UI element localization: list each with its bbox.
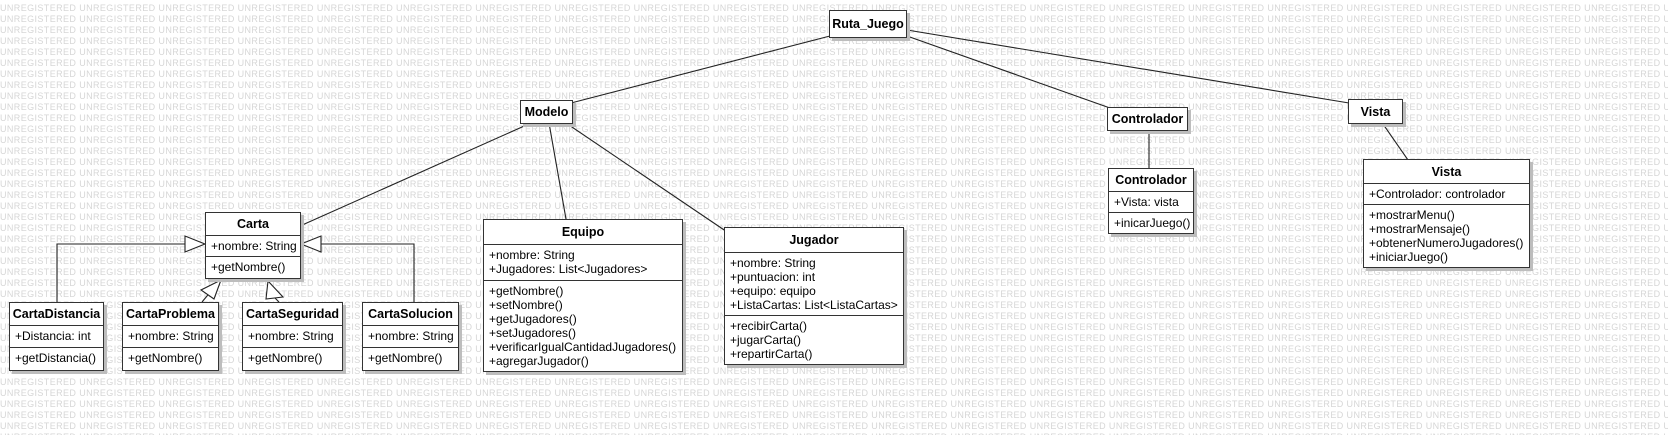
operation: +getNombre() [211,260,286,274]
attribute: +Vista: vista [1114,195,1179,209]
class-carta[interactable]: Carta +nombre: String +getNombre() [205,212,301,279]
class-attributes: +nombre: String +puntuacion: int +equipo… [725,253,903,316]
gen-arrow-seguridad [265,279,285,300]
operation: +mostrarMenu() [1369,208,1455,222]
link-modelo-equipo [548,122,567,220]
class-attributes: +Controlador: controlador [1364,184,1529,205]
class-name: CartaSeguridad [243,303,342,326]
attribute: +nombre: String [730,256,816,270]
class-attributes: +nombre: String [243,326,342,348]
attribute: +equipo: equipo [730,284,816,298]
class-cartadistancia[interactable]: CartaDistancia +Distancia: int +getDista… [9,302,104,371]
attribute: +nombre: String [248,329,334,343]
gen-arrow-problema [199,278,222,300]
attribute: +ListaCartas: List<ListaCartas> [730,298,898,312]
package-controlador[interactable]: Controlador [1107,107,1188,131]
class-equipo[interactable]: Equipo +nombre: String +Jugadores: List<… [483,219,683,372]
class-name: CartaDistancia [10,303,103,326]
gen-cartasolucion [320,243,415,302]
operation: +iniciarJuego() [1369,250,1449,264]
class-cartaseguridad[interactable]: CartaSeguridad +nombre: String +getNombr… [242,302,343,371]
package-label: Controlador [1111,112,1184,126]
gen-arrow-right [299,235,322,253]
class-operations: +getDistancia() [10,348,103,368]
attribute: +nombre: String [211,239,297,253]
link-ruta-vista [906,29,1350,104]
operation: +inicarJuego() [1114,216,1191,230]
link-ruta-modelo [570,35,831,104]
class-name: Vista [1364,160,1529,184]
class-attributes: +Vista: vista [1109,192,1193,213]
class-attributes: +nombre: String [363,326,458,348]
class-name: CartaProblema [123,303,218,326]
gen-cartadistancia [56,243,185,302]
attribute: +nombre: String [128,329,214,343]
class-operations: +mostrarMenu() +mostrarMensaje() +obtene… [1364,205,1529,267]
class-name: Controlador [1109,169,1193,192]
gen-arrow-left [184,235,207,253]
class-name: Equipo [484,220,682,245]
attribute: +Distancia: int [15,329,91,343]
class-attributes: +nombre: String [123,326,218,348]
class-name: CartaSolucion [363,303,458,326]
class-jugador[interactable]: Jugador +nombre: String +puntuacion: int… [724,227,904,365]
class-attributes: +nombre: String [206,236,300,257]
attribute: +Jugadores: List<Jugadores> [489,262,648,276]
class-attributes: +nombre: String +Jugadores: List<Jugador… [484,245,682,281]
operation: +verificarIgualCantidadJugadores() [489,340,677,354]
class-attributes: +Distancia: int [10,326,103,348]
operation: +obtenerNumeroJugadores() [1369,236,1524,250]
class-operations: +getNombre() [363,348,458,368]
package-ruta-juego[interactable]: Ruta_Juego [829,10,907,38]
operation: +getNombre() [489,284,564,298]
operation: +repartirCarta() [730,347,813,361]
operation: +setJugadores() [489,326,577,340]
class-name: Carta [206,213,300,236]
operation: +jugarCarta() [730,333,802,347]
operation: +recibirCarta() [730,319,808,333]
operation: +getNombre() [248,351,323,365]
operation: +setNombre() [489,298,563,312]
class-operations: +getNombre() [123,348,218,368]
attribute: +nombre: String [489,248,575,262]
package-label: Modelo [524,105,569,119]
class-controlador[interactable]: Controlador +Vista: vista +inicarJuego() [1108,168,1194,234]
class-operations: +inicarJuego() [1109,213,1193,233]
class-cartaproblema[interactable]: CartaProblema +nombre: String +getNombre… [122,302,219,371]
link-modelo-jugador [565,122,737,239]
package-label: Vista [1360,104,1391,119]
operation: +getNombre() [368,351,443,365]
link-modelo-carta [299,122,532,227]
link-vista-class [1382,123,1409,161]
class-vista[interactable]: Vista +Controlador: controlador +mostrar… [1363,159,1530,268]
attribute: +puntuacion: int [730,270,816,284]
attribute: +Controlador: controlador [1369,187,1506,201]
class-name: Jugador [725,228,903,253]
operation: +agregarJugador() [489,354,589,368]
attribute: +nombre: String [368,329,454,343]
operation: +getNombre() [128,351,203,365]
class-operations: +getNombre() +setNombre() +getJugadores(… [484,281,682,371]
class-operations: +getNombre() [206,257,300,277]
package-label: Ruta_Juego [832,17,904,31]
class-operations: +getNombre() [243,348,342,368]
operation: +getDistancia() [15,351,97,365]
operation: +mostrarMensaje() [1369,222,1471,236]
class-cartasolucion[interactable]: CartaSolucion +nombre: String +getNombre… [362,302,459,371]
package-vista[interactable]: Vista [1348,99,1403,124]
link-ruta-controlador [906,35,1111,109]
package-modelo[interactable]: Modelo [520,100,573,124]
class-operations: +recibirCarta() +jugarCarta() +repartirC… [725,316,903,364]
operation: +getJugadores() [489,312,577,326]
